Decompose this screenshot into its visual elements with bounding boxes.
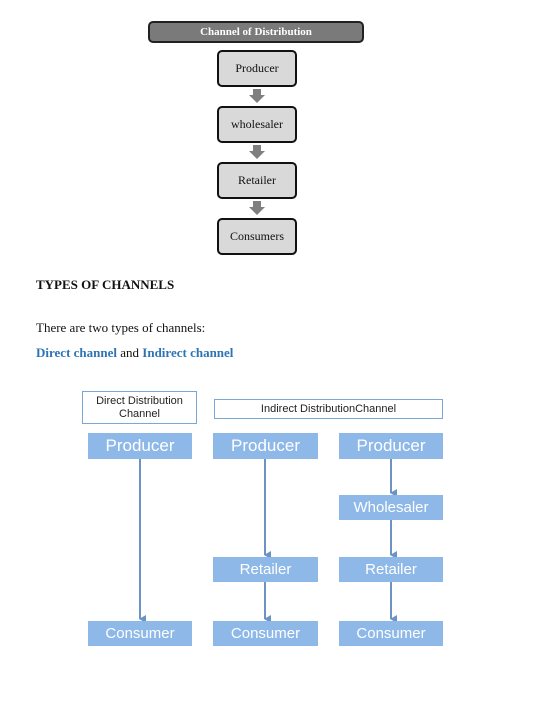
types-heading: TYPES OF CHANNELS bbox=[36, 277, 175, 292]
flow-step-consumers: Consumers bbox=[217, 218, 297, 255]
indirect-distribution-header: Indirect DistributionChannel bbox=[214, 399, 443, 419]
conjunction: and bbox=[120, 345, 140, 360]
flow-title: Channel of Distribution bbox=[148, 21, 364, 43]
direct-distribution-header: Direct Distribution Channel bbox=[82, 391, 197, 424]
col2-producer-node: Producer bbox=[213, 433, 318, 459]
col3-retailer-node: Retailer bbox=[339, 557, 443, 582]
col2-consumer-node: Consumer bbox=[213, 621, 318, 646]
col3-consumer-node: Consumer bbox=[339, 621, 443, 646]
indirect-channel-label: Indirect channel bbox=[142, 345, 234, 360]
col1-producer-node: Producer bbox=[88, 433, 192, 459]
down-arrow-icon bbox=[249, 145, 265, 159]
flow-step-retailer: Retailer bbox=[217, 162, 297, 199]
col1-consumer-node: Consumer bbox=[88, 621, 192, 646]
direct-channel-label: Direct channel bbox=[36, 345, 117, 360]
down-arrow-icon bbox=[249, 201, 265, 215]
col3-producer-node: Producer bbox=[339, 433, 443, 459]
down-arrow-icon bbox=[249, 89, 265, 103]
flow-step-producer: Producer bbox=[217, 50, 297, 87]
channel-types: Direct channel and Indirect channel bbox=[36, 345, 233, 361]
flow-step-wholesaler: wholesaler bbox=[217, 106, 297, 143]
intro-text: There are two types of channels: bbox=[36, 320, 206, 335]
col2-retailer-node: Retailer bbox=[213, 557, 318, 582]
col3-wholesaler-node: Wholesaler bbox=[339, 495, 443, 520]
